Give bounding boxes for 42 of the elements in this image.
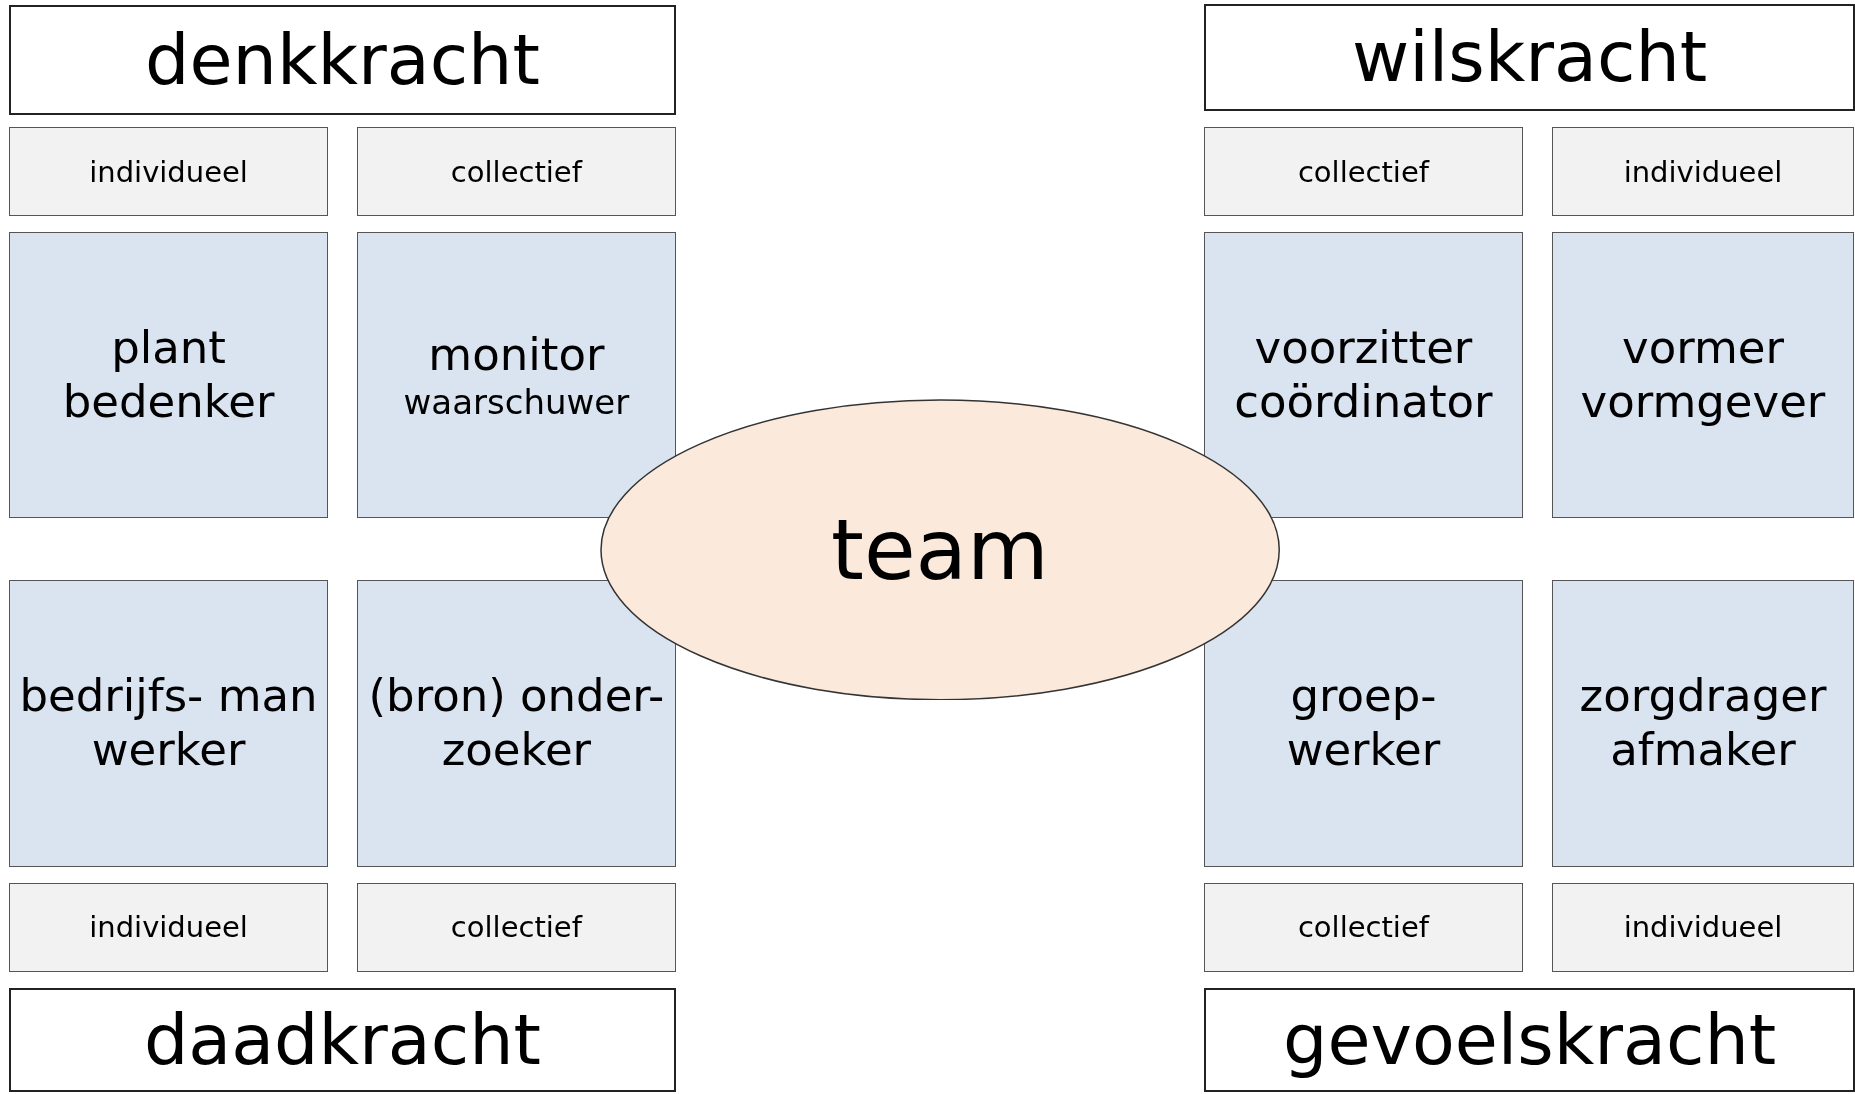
team-label: team — [830, 500, 1049, 599]
column-label: individueel — [1623, 910, 1783, 945]
role-name: plant bedenker — [61, 321, 276, 429]
role-box — [9, 231, 328, 519]
role-box — [9, 579, 328, 868]
column-label-box — [357, 882, 676, 973]
column-label: individueel — [89, 154, 248, 189]
role-name: bedrijfs- man werker — [18, 669, 319, 778]
role-subtitle: waarschuwer — [403, 381, 630, 423]
column-label: individueel — [89, 910, 248, 945]
column-label-box — [1552, 882, 1854, 973]
role-name: groep- werker — [1285, 669, 1442, 778]
column-label-box — [1204, 882, 1523, 973]
role-box — [357, 231, 676, 519]
column-label: individueel — [1623, 154, 1783, 189]
column-label-box — [1204, 126, 1523, 217]
role-name: voorzitter coördinator — [1233, 321, 1494, 429]
category-title: wilskracht — [1352, 16, 1708, 99]
column-label-box — [1552, 126, 1854, 217]
category-title: denkkracht — [145, 18, 540, 101]
role-box — [1204, 579, 1523, 868]
column-label-box — [9, 882, 328, 973]
category-heading-box — [1204, 987, 1855, 1092]
column-label: collectief — [1297, 154, 1429, 189]
category-title: daadkracht — [143, 998, 542, 1081]
column-label: collectief — [450, 910, 582, 945]
category-title: gevoelskracht — [1283, 998, 1777, 1081]
column-label: collectief — [450, 154, 582, 189]
role-name: (bron) onder- zoeker — [367, 669, 666, 778]
role-box — [1552, 231, 1854, 519]
column-label: collectief — [1297, 910, 1429, 945]
role-name: zorgdrager afmaker — [1578, 669, 1828, 778]
column-label-box — [357, 126, 676, 217]
column-label-box — [9, 126, 328, 217]
category-heading-box — [1204, 3, 1855, 112]
role-name: monitor — [428, 327, 605, 382]
role-box — [1552, 579, 1854, 868]
role-box — [357, 579, 676, 868]
category-heading-box — [9, 4, 676, 115]
role-name: vormer vormgever — [1579, 321, 1827, 429]
role-box — [1204, 231, 1523, 519]
category-heading-box — [9, 987, 676, 1092]
